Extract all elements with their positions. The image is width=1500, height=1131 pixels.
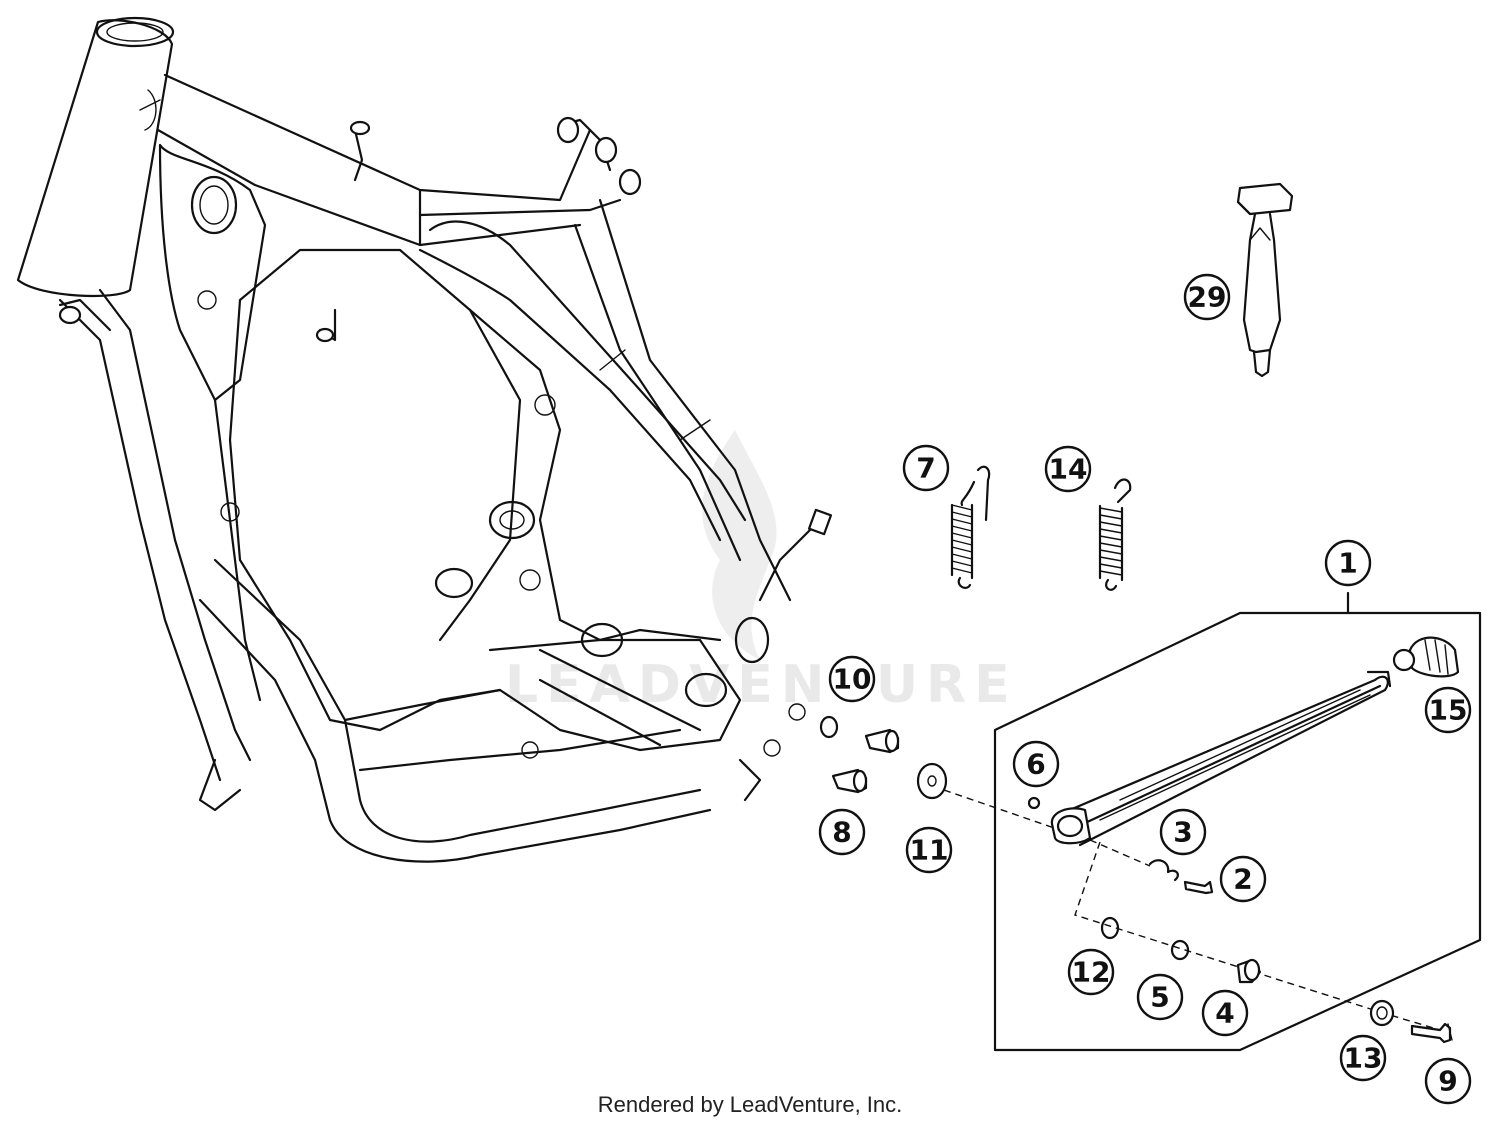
side-stand-assembly	[943, 591, 1482, 1052]
callout-9[interactable]: 9	[1424, 1057, 1472, 1105]
callout-14[interactable]: 14	[1044, 445, 1092, 493]
callout-4[interactable]: 4	[1201, 989, 1249, 1037]
svg-text:13: 13	[1344, 1042, 1383, 1075]
callout-10[interactable]: 10	[828, 655, 876, 703]
svg-text:12: 12	[1072, 956, 1111, 989]
callout-5[interactable]: 5	[1136, 973, 1184, 1021]
callout-12[interactable]: 12	[1067, 948, 1115, 996]
svg-text:14: 14	[1049, 453, 1088, 486]
callout-1[interactable]: 1	[1324, 539, 1372, 587]
spring-14	[1098, 478, 1132, 591]
callout-7[interactable]: 7	[902, 444, 950, 492]
callout-29[interactable]: 29	[1183, 273, 1231, 321]
svg-text:2: 2	[1233, 863, 1252, 896]
callout-8[interactable]: 8	[818, 808, 866, 856]
callout-3[interactable]: 3	[1159, 808, 1207, 856]
callout-6[interactable]: 6	[1012, 740, 1060, 788]
frame-illustration	[16, 16, 833, 863]
svg-text:1: 1	[1338, 547, 1357, 580]
svg-text:29: 29	[1188, 281, 1227, 314]
watermark-text: LEADVENTURE	[505, 655, 1018, 715]
watermark-flame-icon	[702, 430, 777, 660]
spring-7	[950, 465, 991, 589]
credit-text: Rendered by LeadVenture, Inc.	[597, 1092, 903, 1117]
svg-text:4: 4	[1215, 997, 1234, 1030]
tool-29-illustration	[1236, 182, 1294, 378]
loose-hardware	[819, 715, 948, 800]
callout-13[interactable]: 13	[1339, 1034, 1387, 1082]
svg-text:15: 15	[1429, 694, 1468, 727]
svg-text:7: 7	[916, 452, 935, 485]
callout-15[interactable]: 15	[1424, 686, 1472, 734]
svg-text:5: 5	[1150, 981, 1169, 1014]
svg-text:10: 10	[833, 663, 872, 696]
callout-2[interactable]: 2	[1219, 855, 1267, 903]
svg-text:6: 6	[1026, 748, 1045, 781]
svg-text:8: 8	[832, 816, 851, 849]
svg-text:3: 3	[1173, 816, 1192, 849]
callout-11[interactable]: 11	[905, 826, 953, 874]
svg-text:11: 11	[910, 834, 949, 867]
svg-text:9: 9	[1438, 1065, 1457, 1098]
